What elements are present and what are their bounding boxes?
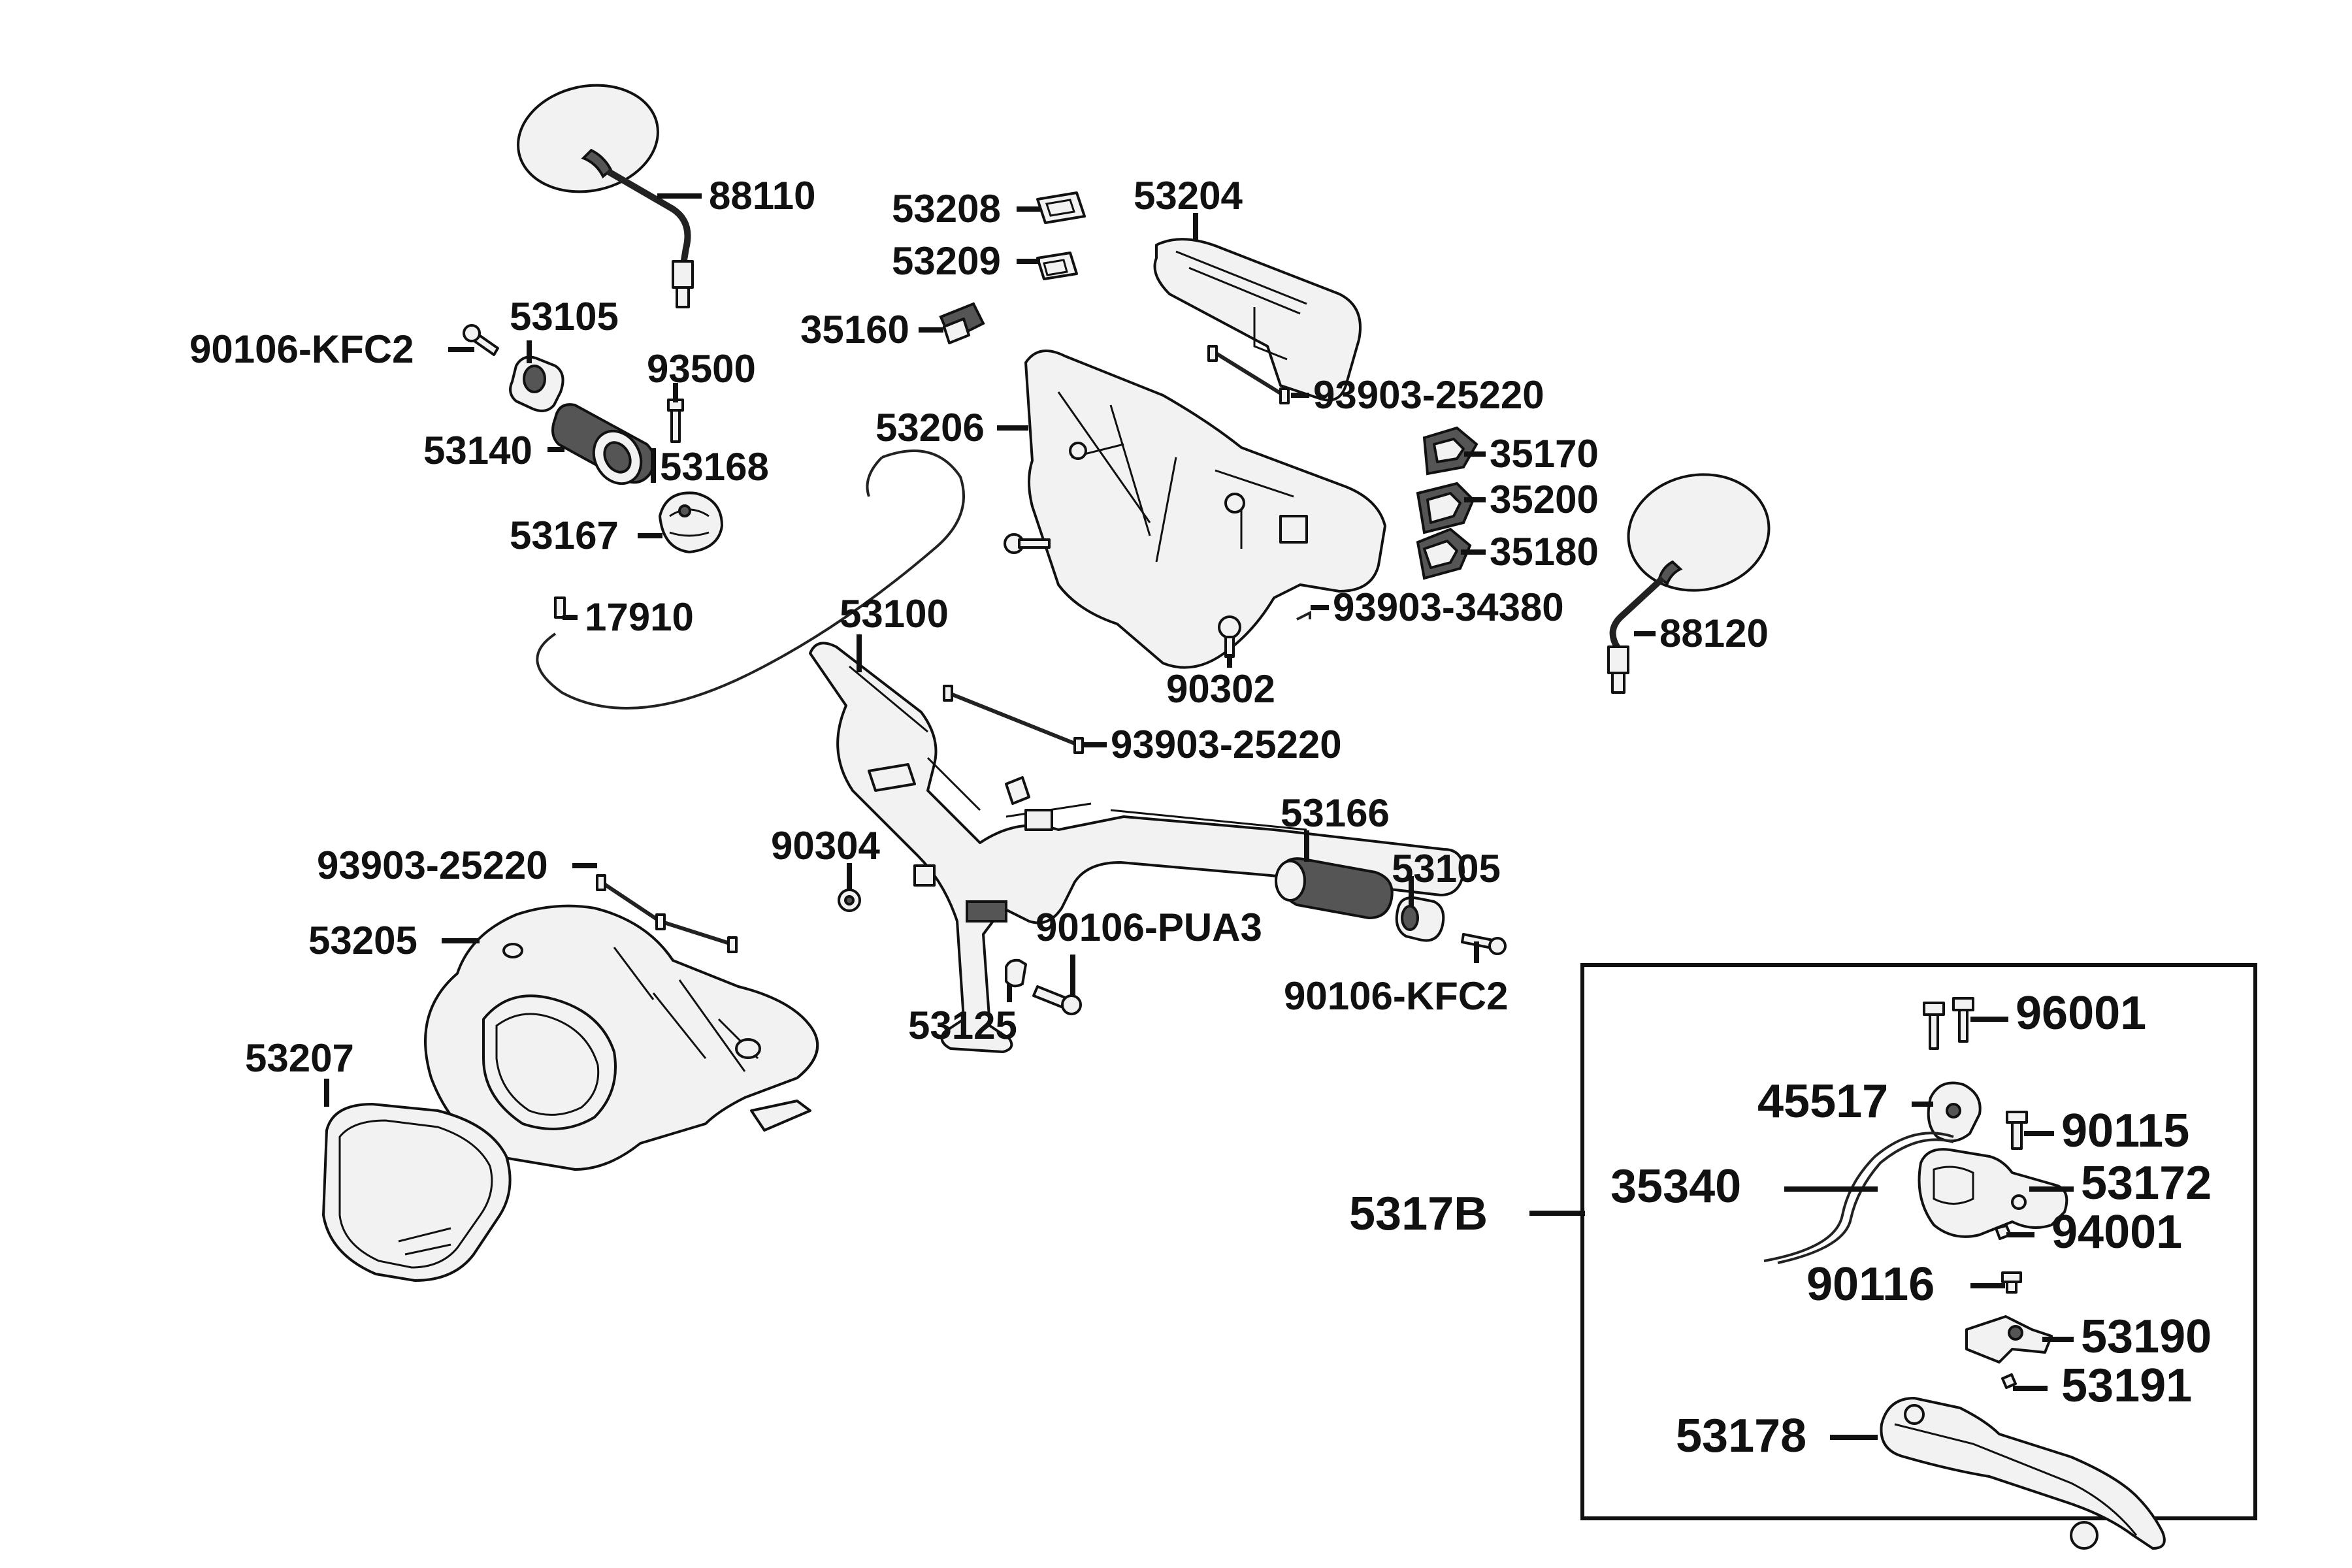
screw-53191-drawing xyxy=(2001,1373,2017,1389)
label-53205: 53205 xyxy=(308,919,417,962)
label-53172: 53172 xyxy=(2081,1157,2212,1209)
label-93903-25220-lower: 93903-25220 xyxy=(317,843,548,887)
brake-lever-53178-drawing xyxy=(1880,1397,2166,1550)
label-53125: 53125 xyxy=(908,1004,1017,1047)
switch-35200-drawing xyxy=(1416,482,1475,534)
front-cover-53205-drawing xyxy=(424,904,819,1171)
mirror-left-drawing xyxy=(517,84,694,308)
lower-cover-53207-drawing xyxy=(322,1103,512,1282)
label-53105-left: 53105 xyxy=(510,295,619,338)
label-53209: 53209 xyxy=(892,239,1001,283)
screw-90106-kfc2-right-drawing xyxy=(1461,933,1507,955)
screw-93500-drawing xyxy=(667,399,684,443)
label-53178: 53178 xyxy=(1676,1410,1806,1462)
label-93903-25220-middle: 93903-25220 xyxy=(1111,723,1342,766)
label-53191: 53191 xyxy=(2061,1360,2192,1412)
label-53100: 53100 xyxy=(840,592,949,636)
bar-end-53105-right-drawing xyxy=(1395,896,1445,942)
tie-93903-25220-lower-drawing xyxy=(596,874,738,953)
label-90106-kfc2-right: 90106-KFC2 xyxy=(1284,974,1509,1018)
label-53105-right: 53105 xyxy=(1392,847,1501,890)
label-90302: 90302 xyxy=(1166,667,1275,711)
label-53166: 53166 xyxy=(1281,791,1390,835)
cover-53204-drawing xyxy=(1153,238,1362,402)
label-94001: 94001 xyxy=(2051,1206,2182,1258)
label-93903-25220-upper: 93903-25220 xyxy=(1313,373,1544,417)
switch-knob-53209-drawing xyxy=(1036,252,1078,280)
label-53208: 53208 xyxy=(892,187,1001,231)
screw-53206-drawing xyxy=(1004,533,1051,554)
switch-35160-drawing xyxy=(939,302,985,344)
collar-53125-drawing xyxy=(1005,958,1027,988)
grip-53166-drawing xyxy=(1275,857,1394,920)
clip-93903-34380-drawing xyxy=(1296,610,1311,621)
label-17910: 17910 xyxy=(585,595,694,639)
nut-90304-drawing xyxy=(838,889,861,912)
label-53206: 53206 xyxy=(875,406,985,449)
clamp-45517-drawing xyxy=(1927,1081,1982,1143)
bolts-96001-drawing xyxy=(1923,997,1974,1050)
label-35160: 35160 xyxy=(800,308,909,351)
label-90115: 90115 xyxy=(2061,1105,2189,1157)
screw-90116-drawing xyxy=(2001,1271,2022,1294)
label-88110: 88110 xyxy=(709,174,816,218)
screw-90106-kfc2-left-drawing xyxy=(463,324,499,356)
label-96001: 96001 xyxy=(2016,987,2146,1039)
label-35180: 35180 xyxy=(1490,530,1599,574)
label-90304: 90304 xyxy=(771,824,880,868)
bar-end-53105-left-drawing xyxy=(509,355,564,412)
switch-35170-drawing xyxy=(1422,426,1478,476)
throttle-cable-17910-drawing xyxy=(536,449,965,710)
switch-53190-drawing xyxy=(1965,1315,2053,1364)
label-53207: 53207 xyxy=(245,1036,354,1080)
tie-93903-25220-upper-drawing xyxy=(1207,345,1290,404)
switch-knob-53208-drawing xyxy=(1036,191,1086,224)
switch-35180-drawing xyxy=(1416,527,1472,580)
label-53167: 53167 xyxy=(510,514,619,557)
label-88120: 88120 xyxy=(1659,612,1769,655)
label-90106-kfc2-left: 90106-KFC2 xyxy=(189,327,414,371)
throttle-housing-53167-drawing xyxy=(659,491,723,553)
leader-lines xyxy=(324,193,2074,1440)
label-93903-34380: 93903-34380 xyxy=(1333,585,1564,629)
label-45517: 45517 xyxy=(1757,1075,1888,1128)
lever-holder-53172-drawing xyxy=(1918,1148,2068,1238)
label-35200: 35200 xyxy=(1490,478,1599,521)
bolt-90115-drawing xyxy=(2006,1111,2028,1150)
label-53204: 53204 xyxy=(1134,174,1243,218)
mirror-right-drawing xyxy=(1607,473,1771,694)
label-93500: 93500 xyxy=(647,347,756,391)
handlebar-53100-drawing xyxy=(809,642,1465,1053)
label-53168: 53168 xyxy=(660,445,769,489)
label-90116: 90116 xyxy=(1806,1258,1935,1311)
label-35340: 35340 xyxy=(1610,1160,1741,1213)
label-53140: 53140 xyxy=(423,429,532,472)
label-53190: 53190 xyxy=(2081,1311,2212,1363)
tie-93903-25220-middle-drawing xyxy=(943,685,1084,754)
label-5317b: 5317B xyxy=(1349,1188,1488,1240)
label-35170: 35170 xyxy=(1490,432,1599,476)
label-90106-pua3: 90106-PUA3 xyxy=(1036,906,1262,949)
grip-53140-drawing xyxy=(551,403,656,485)
rear-cover-53206-drawing xyxy=(1024,350,1386,669)
assembly-box-5317b xyxy=(1580,963,2257,1520)
